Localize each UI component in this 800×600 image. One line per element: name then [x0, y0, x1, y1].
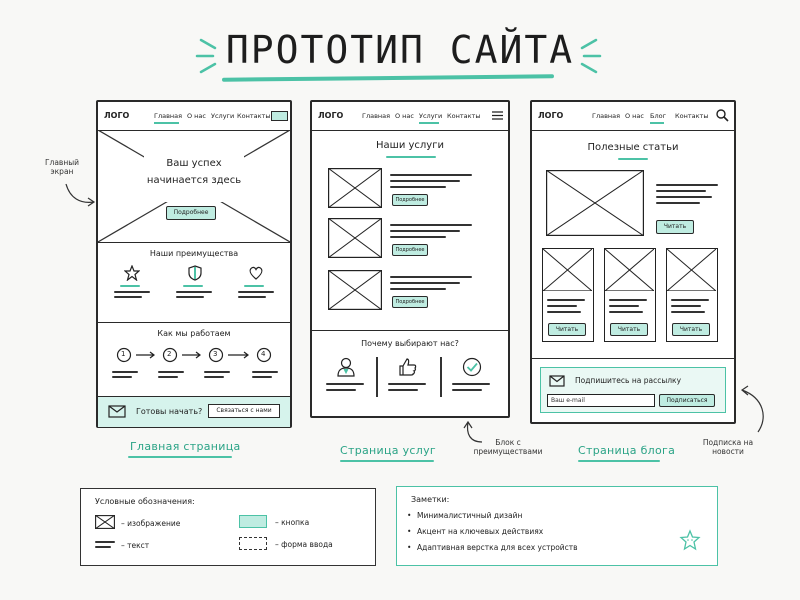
service-image-placeholder — [328, 218, 382, 258]
annotation-arrow-newsletter — [740, 385, 764, 433]
hero-more-button[interactable]: Подробнее — [166, 206, 216, 220]
user-icon — [337, 357, 355, 377]
newsletter-box: Подпишитесь на рассылку Ваш e-mail Подпи… — [540, 367, 726, 413]
annotation-newsletter: Подписка на новости — [702, 438, 754, 456]
advantages-section: Наши преимущества — [98, 242, 290, 323]
cta-text: Готовы начать? — [136, 407, 203, 416]
search-icon[interactable] — [716, 109, 729, 122]
article-card: Читать — [666, 248, 718, 342]
home-caption: Главная страница — [130, 440, 241, 453]
mail-icon — [549, 375, 565, 387]
nav-item-home[interactable]: Главная — [362, 112, 391, 120]
shield-icon — [188, 265, 202, 281]
service-image-placeholder — [328, 270, 382, 310]
article-read-button[interactable]: Читать — [672, 323, 710, 336]
article-read-button[interactable]: Читать — [610, 323, 648, 336]
nav-item-home[interactable]: Главная — [592, 112, 621, 120]
note-item: Адаптивная верстка для всех устройств — [417, 543, 578, 552]
blog-page-wireframe: ЛОГО Главная О нас Блог Контакты Полезны… — [530, 100, 736, 424]
steps-flow — [116, 347, 272, 363]
service-image-placeholder — [328, 168, 382, 208]
heart-icon — [249, 266, 263, 280]
why-choose-us-title: Почему выбирают нас? — [361, 339, 459, 348]
page-title: ПРОТОТИП САЙТА — [225, 28, 575, 72]
blog-title: Полезные статьи — [587, 142, 679, 153]
service-more-button[interactable]: Подробнее — [392, 296, 428, 308]
article-card: Читать — [542, 248, 594, 342]
annotation-advantages-block: Блок с преимуществами — [473, 438, 543, 456]
nav-button[interactable] — [271, 111, 288, 121]
nav-item-about[interactable]: О нас — [187, 112, 206, 120]
email-input[interactable]: Ваш e-mail — [547, 394, 655, 407]
sparkle-right-icon — [580, 38, 602, 74]
sparkle-left-icon — [195, 38, 217, 74]
legend-panel: Условные обозначения: – изображение – те… — [80, 488, 376, 566]
nav-item-contacts[interactable]: Контакты — [447, 112, 481, 120]
service-more-button[interactable]: Подробнее — [392, 244, 428, 256]
note-item: Минималистичный дизайн — [417, 511, 523, 520]
service-more-button[interactable]: Подробнее — [392, 194, 428, 206]
services-title: Наши услуги — [376, 140, 444, 151]
annotation-main-screen: Главный экран — [44, 158, 80, 176]
article-read-button[interactable]: Читать — [548, 323, 586, 336]
logo[interactable]: ЛОГО — [104, 111, 130, 120]
legend-text-label: – текст — [121, 541, 150, 550]
check-circle-icon — [462, 357, 482, 377]
featured-article-image — [546, 170, 644, 236]
nav-item-about[interactable]: О нас — [625, 112, 644, 120]
star-doodle-icon — [679, 529, 701, 551]
contact-us-button[interactable]: Связаться с нами — [208, 404, 280, 418]
featured-read-button[interactable]: Читать — [656, 220, 694, 234]
step-4: 4 — [261, 350, 266, 358]
title-underline — [221, 74, 555, 82]
active-nav-indicator — [154, 122, 179, 124]
thumbs-up-icon — [399, 358, 417, 376]
legend-button-symbol — [239, 515, 267, 528]
logo[interactable]: ЛОГО — [318, 111, 344, 120]
mail-icon — [108, 405, 126, 418]
legend-image-symbol — [95, 515, 115, 529]
annotation-arrow-advantages — [463, 420, 483, 443]
nav-item-about[interactable]: О нас — [395, 112, 414, 120]
notes-title: Заметки: — [411, 495, 450, 504]
step-1: 1 — [121, 350, 126, 358]
article-card: Читать — [604, 248, 656, 342]
annotation-arrow-main — [65, 183, 96, 207]
how-we-work-title: Как мы работаем — [157, 329, 231, 338]
legend-image-label: – изображение — [121, 519, 181, 528]
nav-item-contacts[interactable]: Контакты — [675, 112, 709, 120]
step-3: 3 — [213, 350, 218, 358]
blog-caption: Страница блога — [578, 444, 676, 457]
home-navbar: ЛОГО Главная О нас Услуги Контакты — [98, 102, 290, 131]
home-page-wireframe: ЛОГО Главная О нас Услуги Контакты Ваш у… — [96, 100, 292, 428]
star-icon — [124, 265, 140, 281]
legend-input-symbol — [239, 537, 267, 550]
nav-item-blog[interactable]: Блог — [650, 112, 667, 120]
hero-title-line-1: Ваш успех — [166, 158, 222, 169]
blog-navbar: ЛОГО Главная О нас Блог Контакты — [532, 102, 734, 131]
legend-input-label: – форма ввода — [275, 540, 333, 549]
subscribe-button[interactable]: Подписаться — [659, 394, 715, 407]
services-page-wireframe: ЛОГО Главная О нас Услуги Контакты Наши … — [310, 100, 510, 418]
note-item: Акцент на ключевых действиях — [417, 527, 544, 536]
nav-item-contacts[interactable]: Контакты — [237, 112, 271, 120]
nav-item-services[interactable]: Услуги — [419, 112, 443, 120]
newsletter-section: Подпишитесь на рассылку Ваш e-mail Подпи… — [532, 358, 734, 423]
services-caption: Страница услуг — [340, 444, 436, 457]
step-2: 2 — [167, 350, 172, 358]
logo[interactable]: ЛОГО — [538, 111, 564, 120]
nav-item-services[interactable]: Услуги — [211, 112, 235, 120]
legend-title: Условные обозначения: — [95, 497, 195, 506]
advantages-title: Наши преимущества — [149, 249, 239, 258]
legend-button-label: – кнопка — [275, 518, 310, 527]
cta-section: Готовы начать? Связаться с нами — [98, 396, 290, 427]
how-we-work-section: Как мы работаем 1 2 3 4 — [98, 322, 290, 399]
notes-panel: Заметки: • Минималистичный дизайн • Акце… — [396, 486, 718, 566]
newsletter-title: Подпишитесь на рассылку — [575, 376, 682, 385]
why-choose-us-section: Почему выбирают нас? — [312, 330, 508, 417]
menu-icon[interactable] — [492, 111, 503, 120]
nav-item-home[interactable]: Главная — [154, 112, 183, 120]
hero-title-line-2: начинается здесь — [146, 175, 242, 186]
services-navbar: ЛОГО Главная О нас Услуги Контакты — [312, 102, 508, 131]
